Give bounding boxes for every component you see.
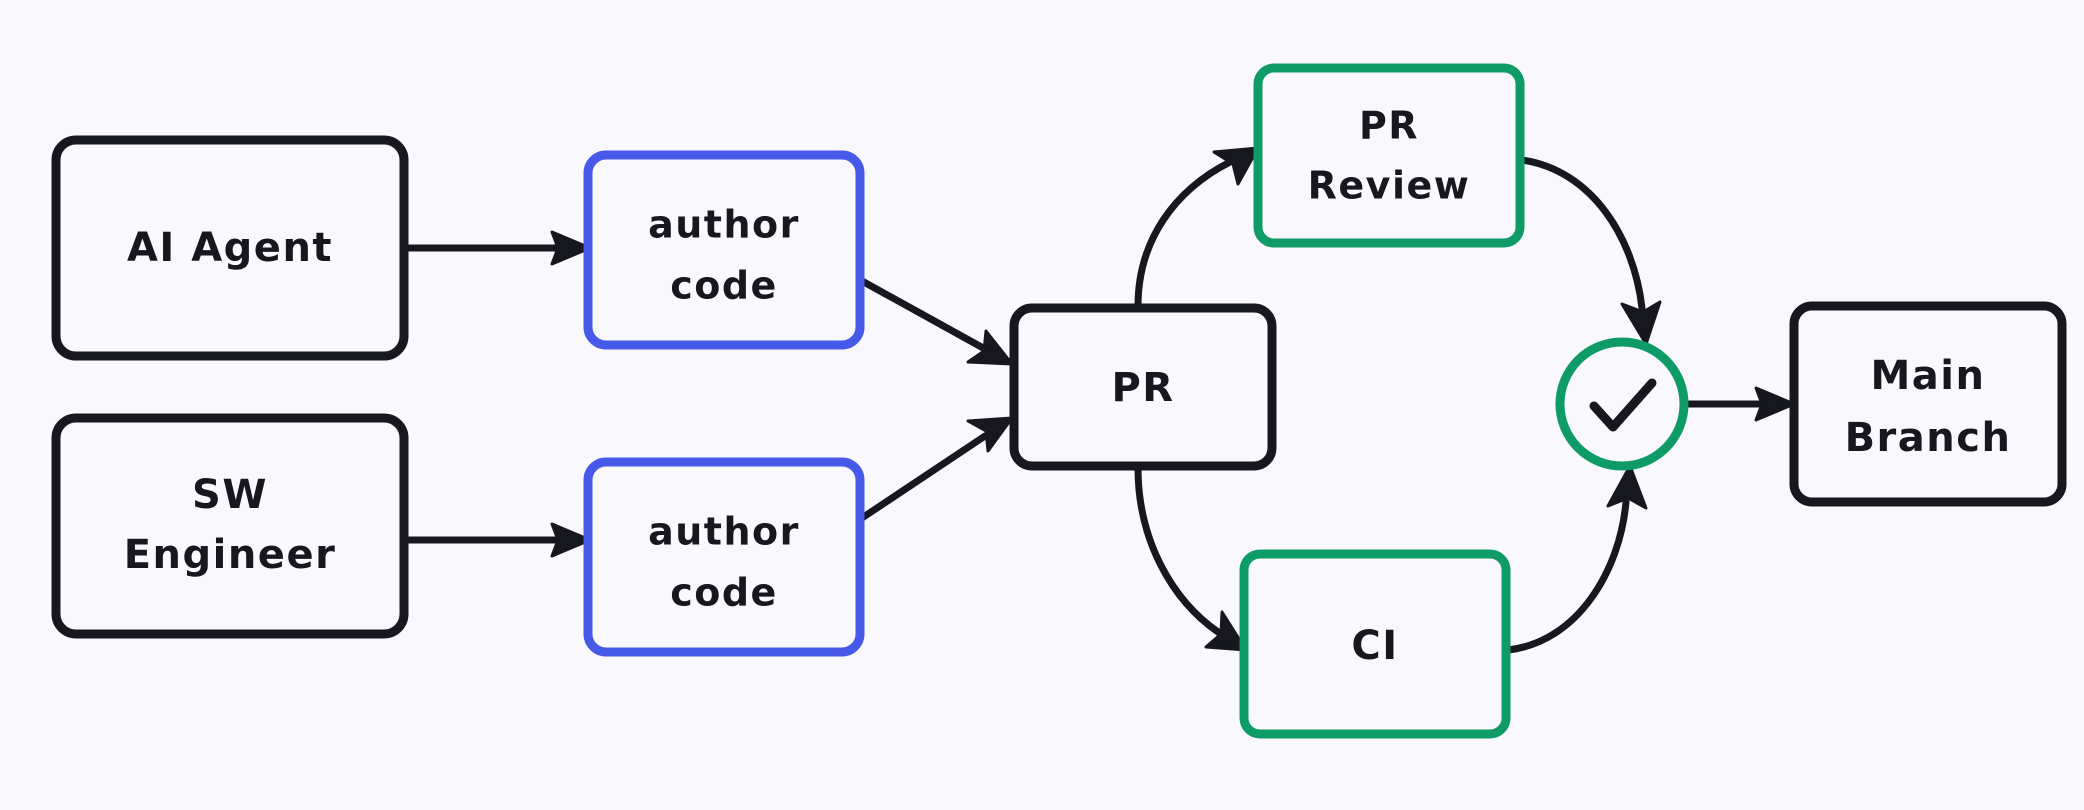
node-author-code-engineer-label-line1: author (648, 510, 800, 554)
edge-author-code-agent-to-pr (858, 277, 1014, 366)
edge-pr-to-pr-review (1134, 146, 1260, 310)
node-main-branch[interactable]: Main Branch (1789, 301, 2067, 507)
edge-pr-to-ci (1134, 464, 1248, 652)
edge-author-code-engineer-to-pr (858, 416, 1014, 522)
edge-ci-to-check (1504, 464, 1648, 654)
edge-pr-review-to-check (1518, 156, 1662, 346)
edge-check-to-main-branch (1682, 386, 1796, 422)
node-author-code-agent-label-line2: code (670, 264, 778, 308)
node-pr[interactable]: PR (1009, 303, 1277, 471)
node-author-code-engineer-label-line2: code (670, 571, 778, 615)
node-pr-label: PR (1111, 365, 1174, 411)
node-sw-engineer-label-line1: SW (192, 472, 268, 518)
node-ai-agent-label: AI Agent (127, 225, 333, 271)
node-ai-agent[interactable]: AI Agent (51, 135, 409, 361)
node-sw-engineer[interactable]: SW Engineer (51, 413, 409, 639)
node-ci[interactable]: CI (1239, 549, 1511, 739)
edge-ai-agent-to-author-code (400, 230, 592, 266)
node-merge-check[interactable] (1555, 337, 1689, 471)
merge-check-circle (1555, 337, 1689, 471)
node-pr-review[interactable]: PR Review (1253, 63, 1525, 248)
node-ci-label: CI (1351, 623, 1398, 669)
node-author-code-engineer[interactable]: author code (583, 457, 865, 657)
node-author-code-agent-label-line1: author (648, 203, 800, 247)
check-icon (1589, 378, 1657, 432)
node-main-branch-label-line2: Branch (1845, 415, 2012, 461)
node-pr-review-label-line1: PR (1359, 104, 1419, 148)
node-sw-engineer-label-line2: Engineer (124, 532, 337, 578)
node-pr-review-label-line2: Review (1308, 164, 1471, 208)
edge-sw-engineer-to-author-code (400, 522, 592, 558)
node-main-branch-label-line1: Main (1871, 353, 1986, 399)
node-author-code-agent[interactable]: author code (583, 150, 865, 350)
